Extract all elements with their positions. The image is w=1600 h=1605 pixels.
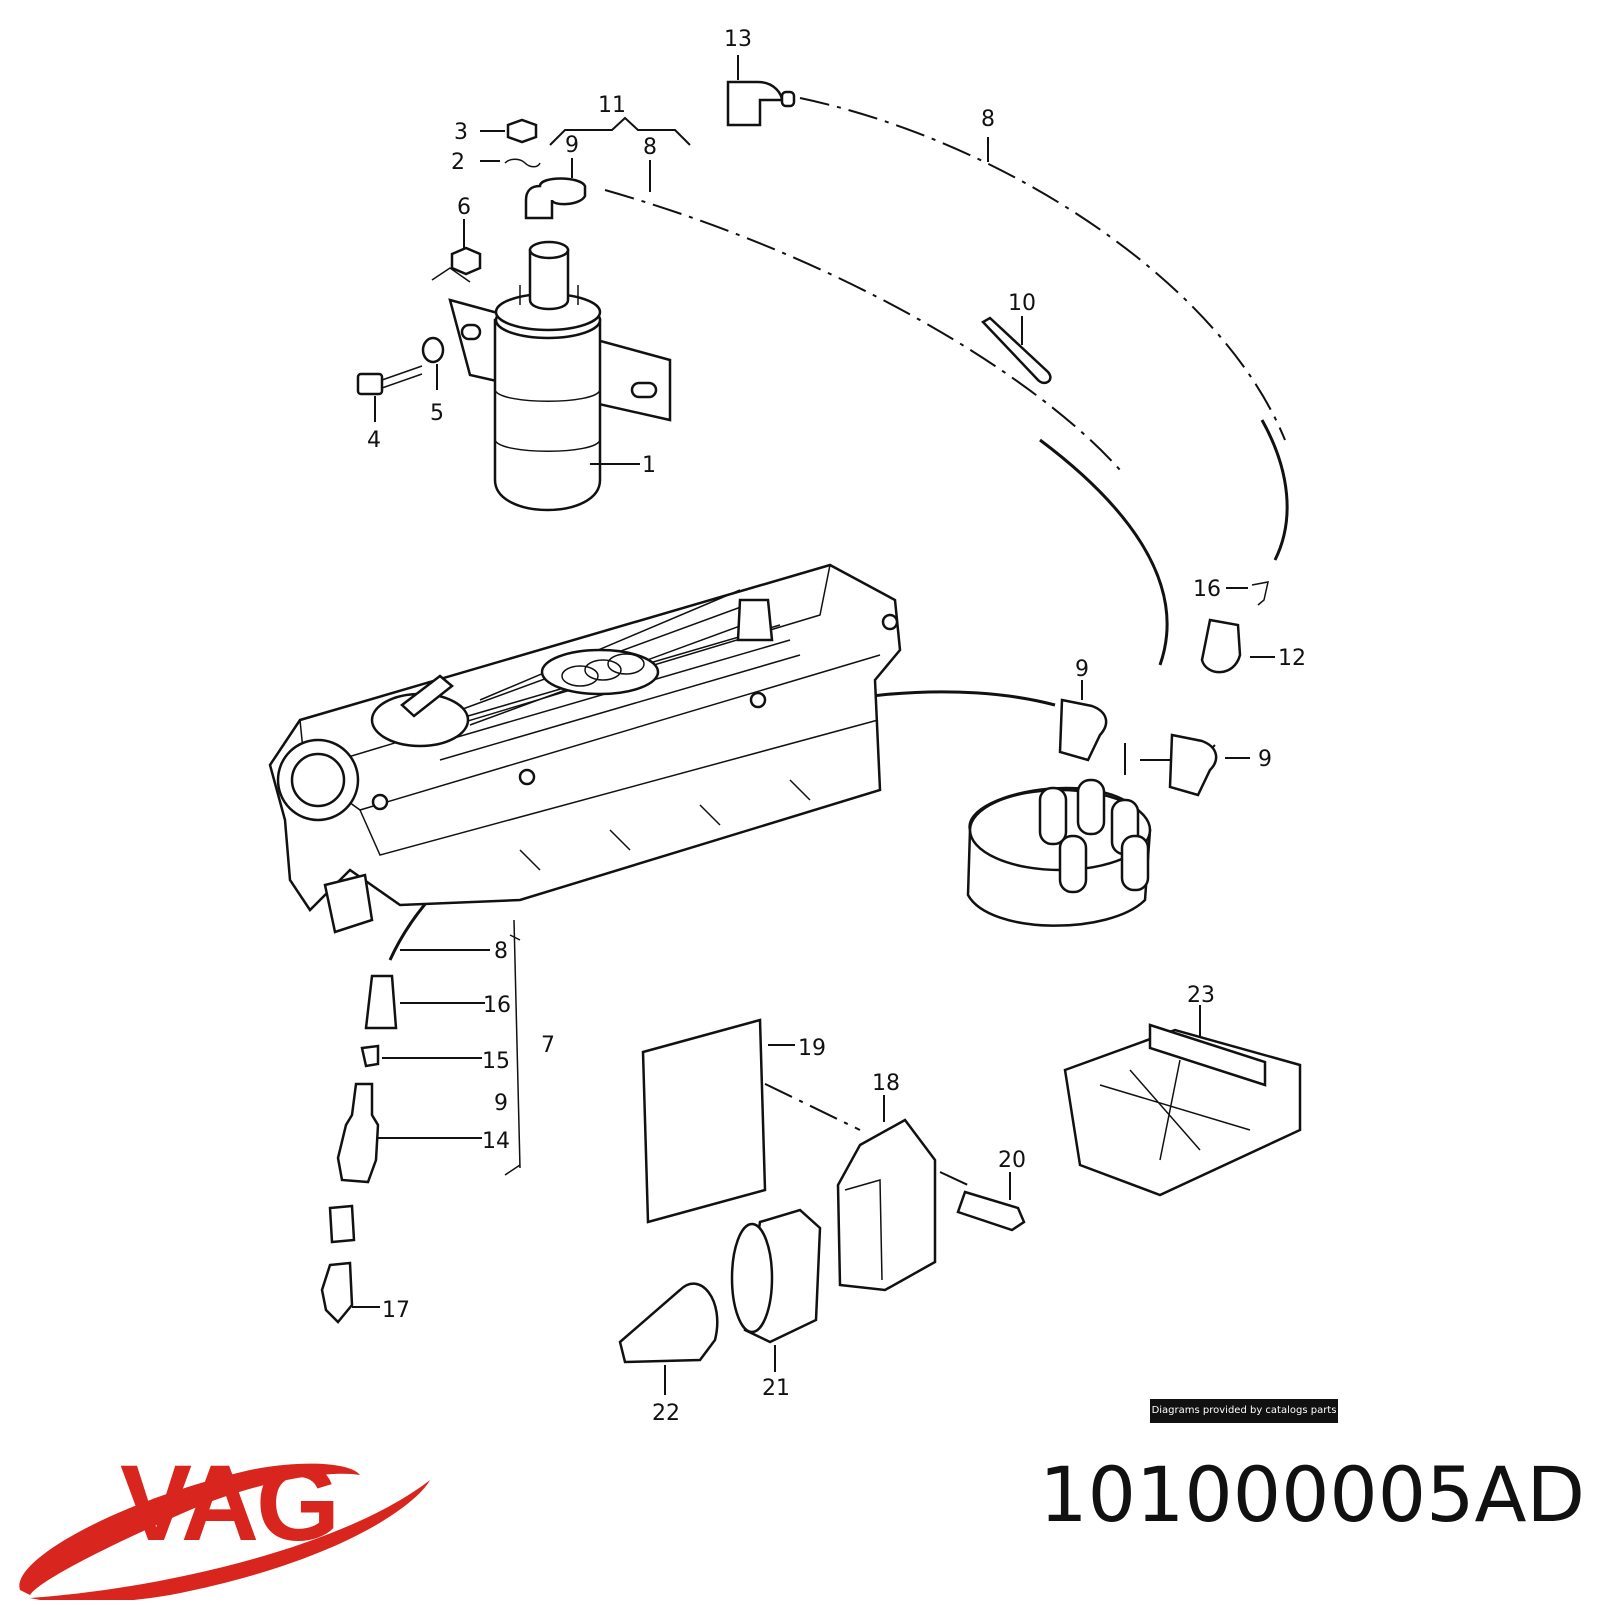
- coil-hardware: [356, 80, 1052, 396]
- callout-17: 17: [382, 1298, 410, 1323]
- callout-9-top: 9: [565, 133, 579, 158]
- control-unit-group: [618, 1018, 1302, 1364]
- callout-4: 4: [367, 428, 381, 453]
- brand-swoosh-icon: [19, 1463, 430, 1603]
- callout-10: 10: [1008, 291, 1036, 316]
- callout-8-top-right: 8: [981, 107, 995, 132]
- callout-2: 2: [451, 150, 465, 175]
- cylinder-head: [268, 563, 902, 934]
- spark-plug-lead: [320, 919, 521, 1324]
- callout-9-lower: 9: [494, 1091, 508, 1116]
- ignition-coil: [448, 240, 672, 512]
- diagram-credit-badge: Diagrams provided by catalogs parts: [1150, 1399, 1338, 1423]
- distributor-cap: [966, 581, 1269, 927]
- leader-lines: [352, 55, 1275, 1395]
- callout-21: 21: [762, 1376, 790, 1401]
- callout-9-right: 9: [1258, 747, 1272, 772]
- callout-1: 1: [642, 453, 656, 478]
- callout-5: 5: [430, 401, 444, 426]
- callout-16-right: 16: [1193, 577, 1221, 602]
- callout-8-lower: 8: [494, 939, 508, 964]
- part-number: 101000005AD: [1039, 1450, 1585, 1539]
- callout-labels: 13 11 3 2 9 8 8 6 10 4 5 1 16 12 9 9 8 1…: [367, 27, 1306, 1426]
- callout-13: 13: [724, 27, 752, 52]
- callout-14: 14: [482, 1129, 510, 1154]
- callout-19: 19: [798, 1036, 826, 1061]
- callout-11: 11: [598, 93, 626, 118]
- brand-logo: VAG: [0, 1440, 460, 1603]
- callout-8-top-left: 8: [643, 135, 657, 160]
- callout-16-lower: 16: [483, 993, 511, 1018]
- brand-name: VAG: [120, 1442, 340, 1563]
- callout-6: 6: [457, 195, 471, 220]
- callout-9-mid: 9: [1075, 657, 1089, 682]
- callout-3: 3: [454, 120, 468, 145]
- callout-23: 23: [1187, 983, 1215, 1008]
- callout-22: 22: [652, 1401, 680, 1426]
- callout-7: 7: [541, 1033, 555, 1058]
- callout-15: 15: [482, 1049, 510, 1074]
- callout-20: 20: [998, 1148, 1026, 1173]
- callout-12: 12: [1278, 646, 1306, 671]
- callout-18: 18: [872, 1071, 900, 1096]
